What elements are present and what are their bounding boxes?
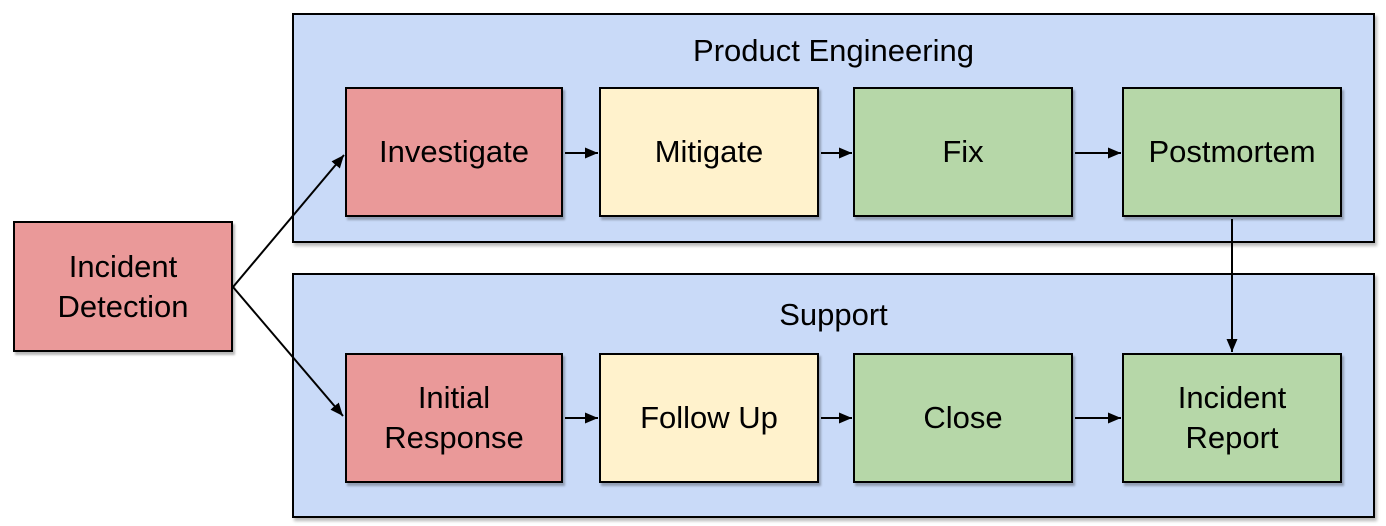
lane-title-support: Support [779, 297, 888, 332]
node-initial-response: Initial Response [345, 353, 563, 483]
node-label: Investigate [379, 134, 529, 169]
node-label: Mitigate [654, 134, 764, 169]
node-label: Postmortem [1148, 134, 1316, 169]
node-label: Incident Detection [57, 248, 189, 324]
node-label: Close [923, 400, 1003, 435]
node-postmortem: Postmortem [1122, 87, 1342, 217]
node-incident-detection: Incident Detection [13, 221, 233, 352]
node-mitigate: Mitigate [599, 87, 819, 217]
node-fix: Fix [853, 87, 1073, 217]
node-label: Initial Response [384, 380, 524, 455]
lane-title-product-engineering: Product Engineering [693, 33, 974, 68]
node-label: Incident Report [1177, 380, 1287, 455]
node-label: Follow Up [640, 400, 778, 435]
node-close: Close [853, 353, 1073, 483]
node-investigate: Investigate [345, 87, 563, 217]
node-label: Fix [942, 134, 984, 169]
node-follow-up: Follow Up [599, 353, 819, 483]
node-incident-report: Incident Report [1122, 353, 1342, 483]
